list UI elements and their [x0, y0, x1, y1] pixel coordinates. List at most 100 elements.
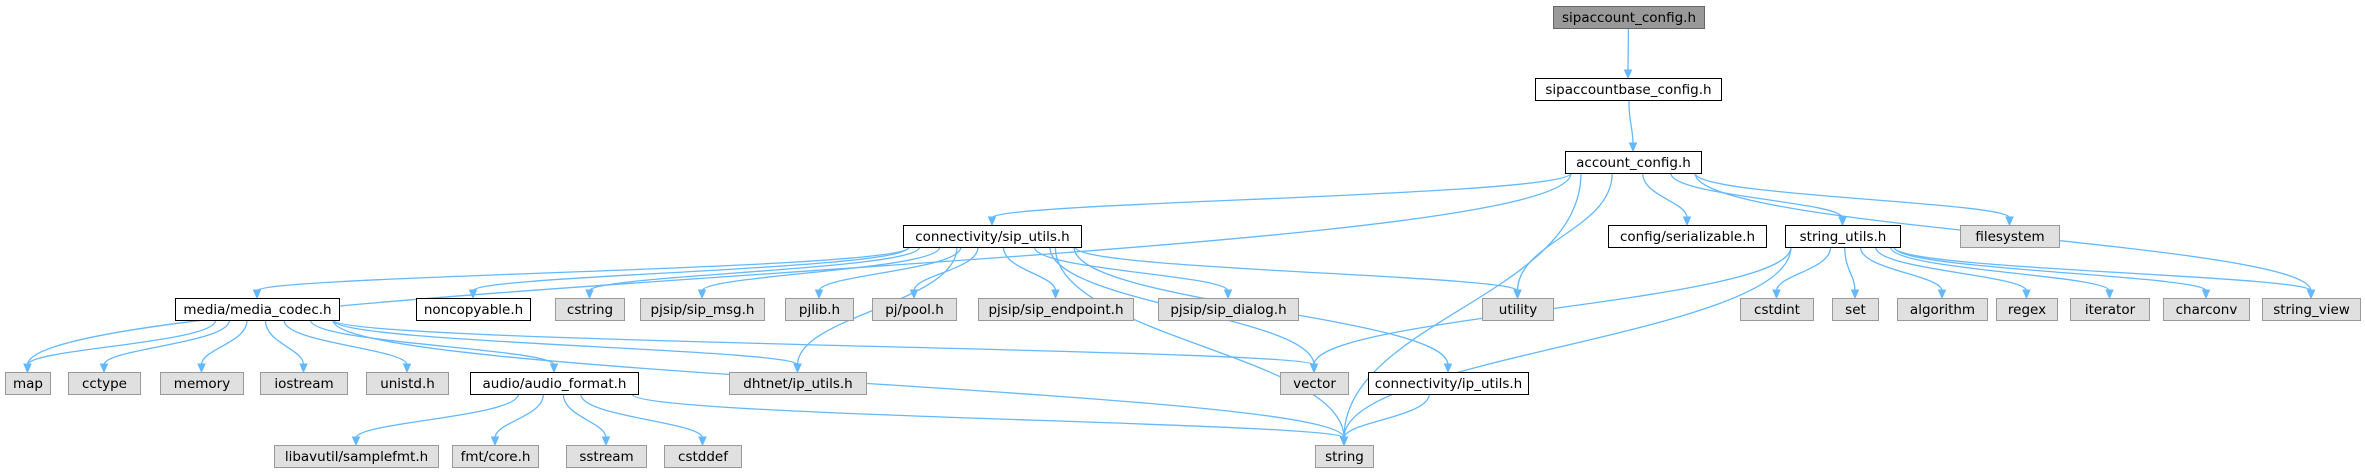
node-box-noncopyable: [416, 298, 531, 321]
edge-media_codec-to-vector: [332, 319, 1315, 366]
node-vector: vector: [1280, 372, 1349, 395]
node-charconv: charconv: [2163, 298, 2250, 321]
node-label-string_view: string_view: [2273, 302, 2350, 318]
node-box-conn_ip_utils: [1368, 372, 1529, 395]
node-box-sstream: [566, 445, 647, 468]
edge-arrowhead-sip_utils-to-sip_dialog: [1223, 289, 1233, 300]
node-serializable[interactable]: config/serializable.h: [1608, 225, 1767, 248]
edge-string_utils-to-set: [1844, 246, 1856, 292]
node-box-set: [1832, 298, 1879, 321]
edge-arrowhead-audio_format-to-fmt_core: [490, 436, 500, 447]
edge-sip_utils-to-noncopyable: [472, 246, 910, 292]
edge-arrowhead-sip_utils-to-noncopyable: [468, 289, 478, 300]
node-cstdint: cstdint: [1740, 298, 1814, 321]
edge-sip_utils-to-string: [1054, 246, 1345, 439]
edge-arrowhead-string_utils-to-cstdint: [1772, 289, 1781, 300]
node-conn_ip_utils[interactable]: connectivity/ip_utils.h: [1368, 372, 1529, 395]
edge-arrowhead-media_codec-to-iostream: [299, 363, 308, 374]
edge-sip_utils-to-sip_endpoint: [1002, 246, 1057, 292]
edge-account_config-to-utility: [1516, 172, 1613, 292]
node-noncopyable[interactable]: noncopyable.h: [416, 298, 531, 321]
node-label-string: string: [1325, 449, 1364, 465]
node-label-sstream: sstream: [579, 449, 633, 465]
node-box-serializable: [1608, 225, 1767, 248]
node-box-sipaccountbase_config: [1535, 78, 1722, 101]
edge-media_codec-to-cctype: [103, 319, 231, 366]
edge-arrowhead-string_utils-to-string_view: [2306, 289, 2316, 300]
edge-arrowhead-string_utils-to-charconv: [2201, 289, 2211, 300]
node-label-unistd: unistd.h: [380, 376, 435, 392]
node-sipaccount_config[interactable]: sipaccount_config.h: [1553, 6, 1705, 29]
node-label-cctype: cctype: [82, 376, 127, 392]
node-label-account_config: account_config.h: [1576, 155, 1691, 171]
edge-arrowhead-sipaccount_config-to-sipaccountbase_config: [1623, 69, 1633, 80]
edge-audio_format-to-fmt_core: [494, 393, 545, 439]
node-pjlib: pjlib.h: [785, 298, 854, 321]
node-label-iterator: iterator: [2085, 302, 2136, 318]
node-label-pjlib: pjlib.h: [799, 302, 840, 318]
edge-account_config-to-string_utils: [1670, 172, 1844, 219]
node-label-sip_msg: pjsip/sip_msg.h: [651, 302, 755, 318]
node-algorithm: algorithm: [1897, 298, 1988, 321]
edge-audio_format-to-sstream: [562, 393, 607, 439]
node-dhtnet_ip_utils: dhtnet/ip_utils.h: [729, 372, 867, 395]
node-string_utils[interactable]: string_utils.h: [1785, 225, 1901, 248]
node-label-map: map: [13, 376, 43, 392]
nodes-layer: sipaccount_config.h sipaccountbase_config…: [5, 6, 2361, 468]
node-label-samplefmt: libavutil/samplefmt.h: [285, 449, 428, 465]
node-set: set: [1832, 298, 1879, 321]
edge-arrowhead-sip_utils-to-sip_endpoint: [1051, 289, 1060, 300]
node-label-algorithm: algorithm: [1910, 302, 1975, 318]
node-media_codec[interactable]: media/media_codec.h: [175, 298, 340, 321]
node-box-memory: [160, 372, 244, 395]
edge-arrowhead-media_codec-to-cctype: [99, 363, 109, 374]
node-label-conn_ip_utils: connectivity/ip_utils.h: [1375, 376, 1522, 392]
node-box-iterator: [2070, 298, 2150, 321]
node-regex: regex: [1996, 298, 2058, 321]
edge-arrowhead-audio_format-to-samplefmt: [351, 436, 361, 447]
node-iterator: iterator: [2070, 298, 2150, 321]
edge-string_utils-to-regex: [1874, 246, 2028, 292]
node-cstring: cstring: [555, 298, 625, 321]
node-label-cstdint: cstdint: [1754, 302, 1800, 318]
edge-sip_utils-to-utility: [1074, 246, 1519, 292]
node-sipaccountbase_config[interactable]: sipaccountbase_config.h: [1535, 78, 1722, 101]
node-box-sipaccount_config: [1553, 6, 1705, 29]
node-label-regex: regex: [2008, 302, 2046, 318]
node-cstddef: cstddef: [664, 445, 742, 468]
edge-string_utils-to-algorithm: [1859, 246, 1943, 292]
node-sip_utils[interactable]: connectivity/sip_utils.h: [903, 225, 1082, 248]
edge-sipaccountbase_config-to-account_config: [1628, 99, 1634, 145]
edge-arrowhead-media_codec-to-memory: [197, 363, 206, 374]
edge-arrowhead-sip_utils-to-pjlib: [814, 289, 824, 300]
edge-sip_utils-to-pool: [913, 246, 979, 292]
node-box-sip_msg: [640, 298, 765, 321]
node-fmt_core: fmt/core.h: [452, 445, 539, 468]
edge-arrowhead-string_utils-to-algorithm: [1937, 289, 1947, 300]
edge-sip_utils-to-sip_msg: [701, 246, 941, 292]
edge-arrowhead-account_config-to-string_utils: [1838, 216, 1847, 227]
node-account_config[interactable]: account_config.h: [1565, 151, 1702, 174]
node-box-sip_dialog: [1158, 298, 1299, 321]
edge-arrowhead-media_codec-to-vector: [1309, 363, 1319, 374]
node-label-sip_dialog: pjsip/sip_dialog.h: [1170, 302, 1286, 318]
edge-arrowhead-account_config-to-sip_utils: [987, 216, 997, 227]
node-label-media_codec: media/media_codec.h: [183, 302, 331, 318]
edge-media_codec-to-unistd: [283, 319, 408, 366]
node-label-pool: pj/pool.h: [885, 302, 944, 318]
edge-arrowhead-sip_utils-to-media_codec: [252, 289, 262, 300]
node-box-cctype: [68, 372, 141, 395]
node-box-iostream: [260, 372, 348, 395]
edge-arrowhead-string_utils-to-iterator: [2105, 289, 2114, 300]
node-box-utility: [1482, 298, 1554, 321]
node-map: map: [5, 372, 51, 395]
edge-arrowhead-sipaccountbase_config-to-account_config: [1628, 142, 1638, 153]
edge-media_codec-to-iostream: [264, 319, 305, 366]
node-label-vector: vector: [1293, 376, 1336, 392]
node-box-map: [5, 372, 51, 395]
node-label-cstring: cstring: [567, 302, 613, 318]
edge-arrowhead-media_codec-to-unistd: [402, 363, 412, 374]
node-label-audio_format: audio/audio_format.h: [482, 376, 626, 392]
node-label-serializable: config/serializable.h: [1620, 229, 1755, 245]
node-audio_format[interactable]: audio/audio_format.h: [470, 372, 639, 395]
